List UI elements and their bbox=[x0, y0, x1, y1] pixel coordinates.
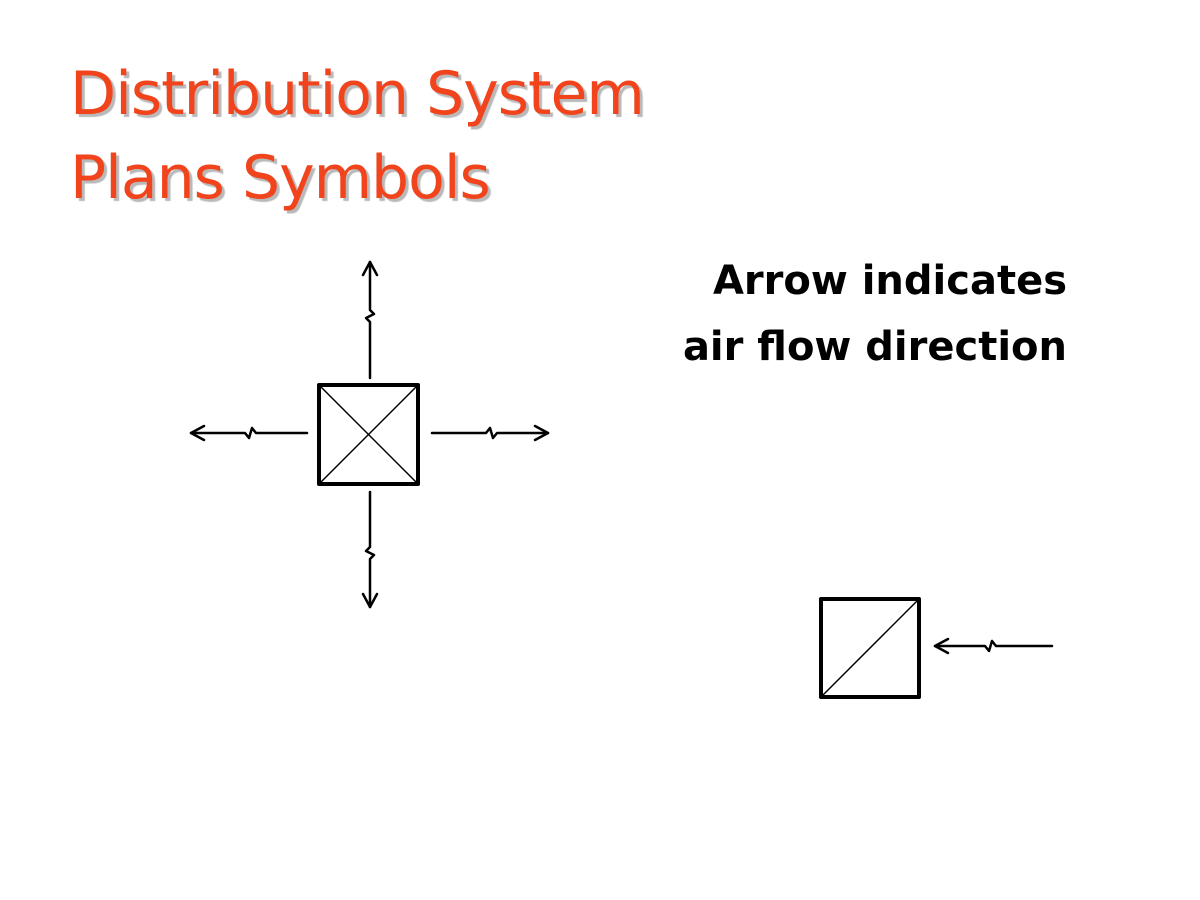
slide-title: Distribution System Plans Symbols bbox=[70, 52, 645, 220]
note-line-1: Arrow indicates bbox=[712, 258, 1067, 304]
grille-box bbox=[819, 597, 921, 699]
arrow-up-icon bbox=[361, 260, 379, 380]
grille-diagonal bbox=[820, 598, 920, 698]
arrow-down-icon bbox=[361, 490, 379, 609]
four-way-supply-diffuser bbox=[189, 260, 550, 609]
arrow-right-icon bbox=[430, 424, 550, 442]
diffuser-box bbox=[317, 383, 420, 486]
arrow-left-icon bbox=[933, 637, 1054, 655]
title-line-1: Distribution System bbox=[70, 59, 645, 129]
return-grille bbox=[819, 597, 1054, 699]
air-flow-note: Arrow indicates air flow direction bbox=[683, 248, 1067, 380]
diffuser-diagonal-2 bbox=[318, 384, 419, 485]
arrow-left-icon bbox=[189, 424, 309, 442]
note-line-2: air flow direction bbox=[682, 324, 1067, 370]
title-line-2: Plans Symbols bbox=[70, 143, 491, 213]
